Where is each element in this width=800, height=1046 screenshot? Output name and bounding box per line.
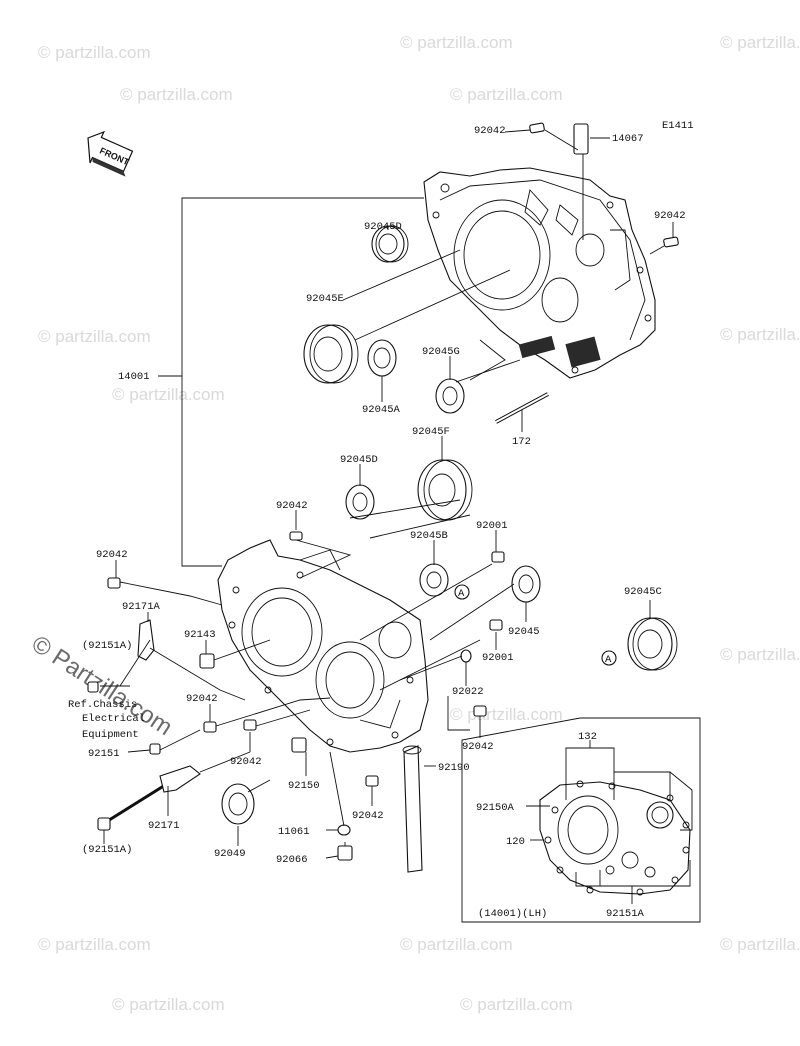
label-92042: 92042 (352, 810, 384, 822)
oil-seal-92049 (221, 783, 255, 825)
label-92151A: 92151A (606, 908, 645, 920)
label-92045: 92045 (508, 626, 540, 638)
label-92045D: 92045D (364, 221, 402, 233)
label-92143: 92143 (184, 629, 216, 641)
ref-chassis: Ref.Chassis (68, 699, 137, 711)
watermark: © partzilla.com (38, 935, 151, 954)
label-92151: 92151 (88, 748, 120, 760)
label-92066: 92066 (276, 854, 308, 866)
label-92171: 92171 (148, 820, 180, 832)
label-92045G: 92045G (422, 346, 460, 358)
right-crankcase (423, 167, 656, 379)
bearing-92045 (511, 565, 541, 603)
label-92042: 92042 (186, 693, 218, 705)
label-92045A: 92045A (362, 404, 401, 416)
label-92045B: 92045B (410, 530, 448, 542)
bolts (87, 551, 505, 831)
label-92042: 92042 (474, 125, 506, 137)
inset-box (461, 717, 701, 923)
watermark: © partzilla.com (720, 645, 800, 664)
left-crankcase (217, 539, 429, 753)
label-92190: 92190 (438, 762, 470, 774)
bearing-92045A (367, 339, 397, 377)
label-92151A: (92151A) (82, 844, 132, 856)
leader-lines (100, 129, 674, 859)
label-92042: 92042 (276, 500, 308, 512)
label-14001: 14001 (118, 371, 150, 383)
watermark: © partzilla.com (120, 85, 233, 104)
label-92001: 92001 (482, 652, 514, 664)
watermark: © partzilla.com (38, 327, 151, 346)
label-92049: 92049 (214, 848, 246, 860)
watermark: © partzilla.com (720, 325, 800, 344)
diagram-code: E1411 (662, 120, 694, 132)
label-92001: 92001 (476, 520, 508, 532)
ref-markers: A A (454, 584, 617, 666)
label-92022: 92022 (452, 686, 484, 698)
label-14001-lh: (14001)(LH) (478, 908, 547, 920)
watermark: © partzilla.com (400, 935, 513, 954)
label-92042: 92042 (96, 549, 128, 561)
watermark: © partzilla.com (400, 33, 513, 52)
watermark: © partzilla.com (450, 705, 563, 724)
watermark: © partzilla.com (112, 385, 225, 404)
label-92151A: (92151A) (82, 640, 132, 652)
breather-hose (402, 745, 423, 873)
label-92171A: 92171A (122, 601, 161, 613)
watermark: © partzilla.com (450, 85, 563, 104)
front-arrow-icon: FRONT (87, 130, 134, 177)
label-92045F: 92045F (412, 426, 450, 438)
label-14067: 14067 (612, 133, 644, 145)
label-92042: 92042 (654, 210, 686, 222)
watermark: © partzilla.com (720, 33, 800, 52)
bearing-92045F (417, 459, 473, 521)
label-172: 172 (512, 436, 531, 448)
bearing-92045C (627, 617, 678, 671)
ref-electrical: Electrical (82, 713, 145, 725)
brackets (137, 619, 201, 793)
ref-a: A (605, 654, 612, 666)
bearing-92045B (419, 563, 449, 597)
ref-a: A (458, 588, 465, 600)
label-92150: 92150 (288, 780, 320, 792)
label-120: 120 (506, 836, 525, 848)
bearing-92045G (435, 378, 465, 414)
bearing-92045D-mid (345, 484, 375, 520)
watermark: © partzilla.com (112, 995, 225, 1014)
stud-172 (495, 392, 549, 424)
label-92042: 92042 (230, 756, 262, 768)
part-labels: 92042 14067 92042 92045D 92045E 92045G 1… (68, 125, 686, 920)
watermark: © partzilla.com (460, 995, 573, 1014)
bearing-92045E (303, 324, 359, 384)
label-132: 132 (578, 731, 597, 743)
label-92042: 92042 (462, 741, 494, 753)
watermark: © partzilla.com (38, 43, 151, 62)
label-92150A: 92150A (476, 802, 515, 814)
ref-equipment: Equipment (82, 729, 139, 741)
label-11061: 11061 (278, 826, 310, 838)
label-92045E: 92045E (306, 293, 344, 305)
label-92045C: 92045C (624, 586, 662, 598)
watermark: © partzilla.com (720, 935, 800, 954)
label-92045D: 92045D (340, 454, 378, 466)
